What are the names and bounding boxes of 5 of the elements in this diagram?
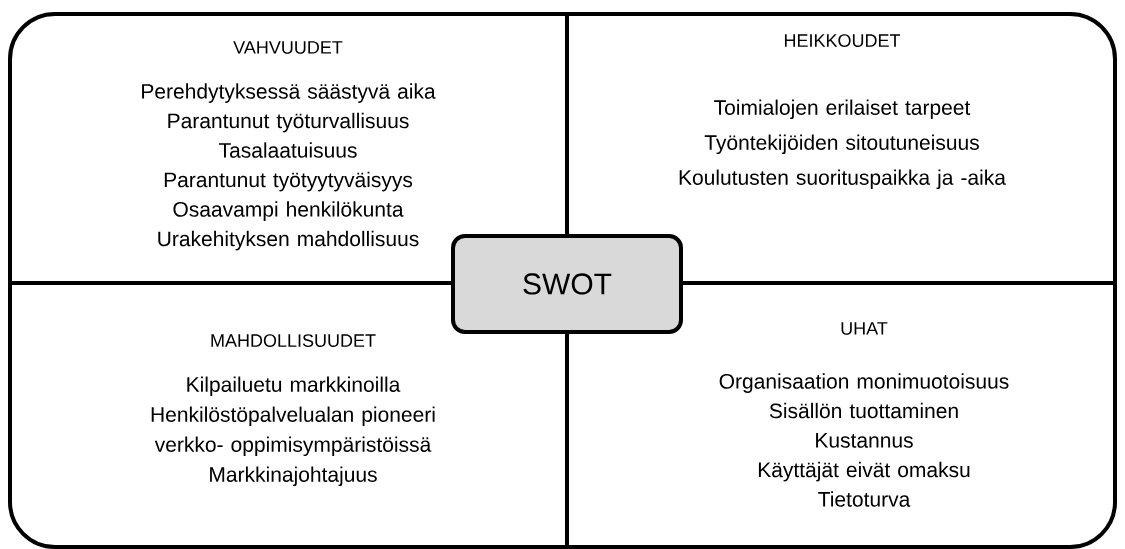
swot-quadrant: VAHVUUDET Perehdytyksessä säästyvä aika Parantunut työturvallisuus Tasalaatuisuus Parantunut työtyytyväisyys Osaavampi henkilökunta Urakehityksen mahdollisuus (142, 41, 436, 251)
swot-box: SWOT (451, 234, 683, 334)
swot-quadrant: UHAT Organisaation monimuotoisuus Sisällön tuottaminen Kustannus Käyttäjät eivät omaksu Tietoturva (719, 322, 1009, 507)
swot-quadrant: MAHDOLLISUUDET Kilpailuetu markkinoilla Henkilöstöpalvelualan pioneeri verkko- oppimisympäristöissä Markkinajohtajuus (151, 334, 435, 487)
swot-quadrant: HEIKKOUDET Toimialojen erilaiset tarpeet Työntekijöiden sitoutuneisuus Koulutusten suorituspaikka ja -aika (679, 34, 1006, 190)
